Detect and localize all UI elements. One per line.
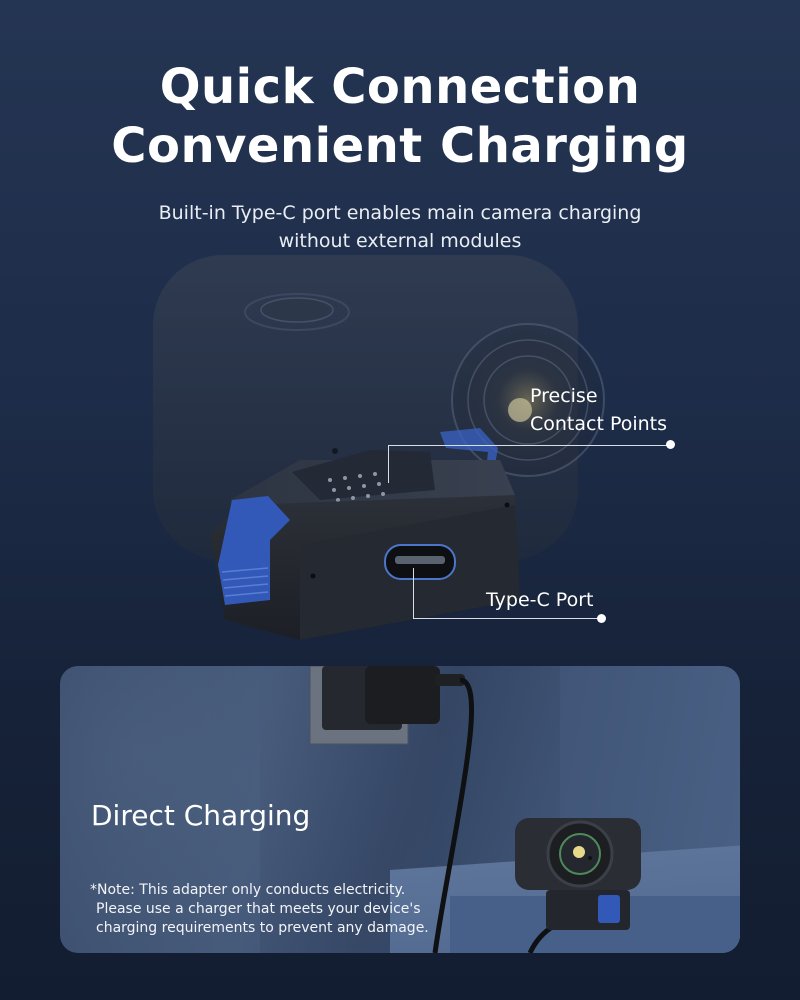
usb-cable <box>432 677 474 953</box>
direct-charging-panel: Direct Charging *Note: This adapter only… <box>60 666 740 953</box>
contact-points-dot <box>666 440 675 449</box>
charger-and-webcam-illustration <box>309 666 641 953</box>
contact-points-leader-vertical <box>388 445 389 483</box>
callout-contact-points-line2: Contact Points <box>530 413 668 435</box>
type-c-leader-vertical <box>413 568 414 619</box>
contact-pins-icon <box>328 472 385 502</box>
type-c-leader-horizontal <box>413 618 601 619</box>
subtitle-line-2: without external modules <box>278 230 522 252</box>
note-line-2: Please use a charger that meets your dev… <box>96 901 421 917</box>
headline-line-2: Convenient Charging <box>111 118 689 174</box>
callout-contact-points-line1: Precise <box>530 385 598 407</box>
direct-charging-title: Direct Charging <box>91 799 311 832</box>
camera-adapter-illustration <box>153 255 605 640</box>
headline-line-1: Quick Connection <box>159 59 641 115</box>
release-clip <box>218 496 290 605</box>
mount-clip <box>598 895 620 923</box>
type-c-dot <box>597 614 606 623</box>
contact-points-leader-horizontal <box>388 445 671 446</box>
subtitle-line-1: Built-in Type-C port enables main camera… <box>158 202 642 224</box>
callout-type-c-port: Type-C Port <box>486 589 594 611</box>
lens <box>451 323 605 477</box>
note-line-3: charging requirements to prevent any dam… <box>96 920 429 936</box>
note-line-1: *Note: This adapter only conducts electr… <box>90 882 406 898</box>
